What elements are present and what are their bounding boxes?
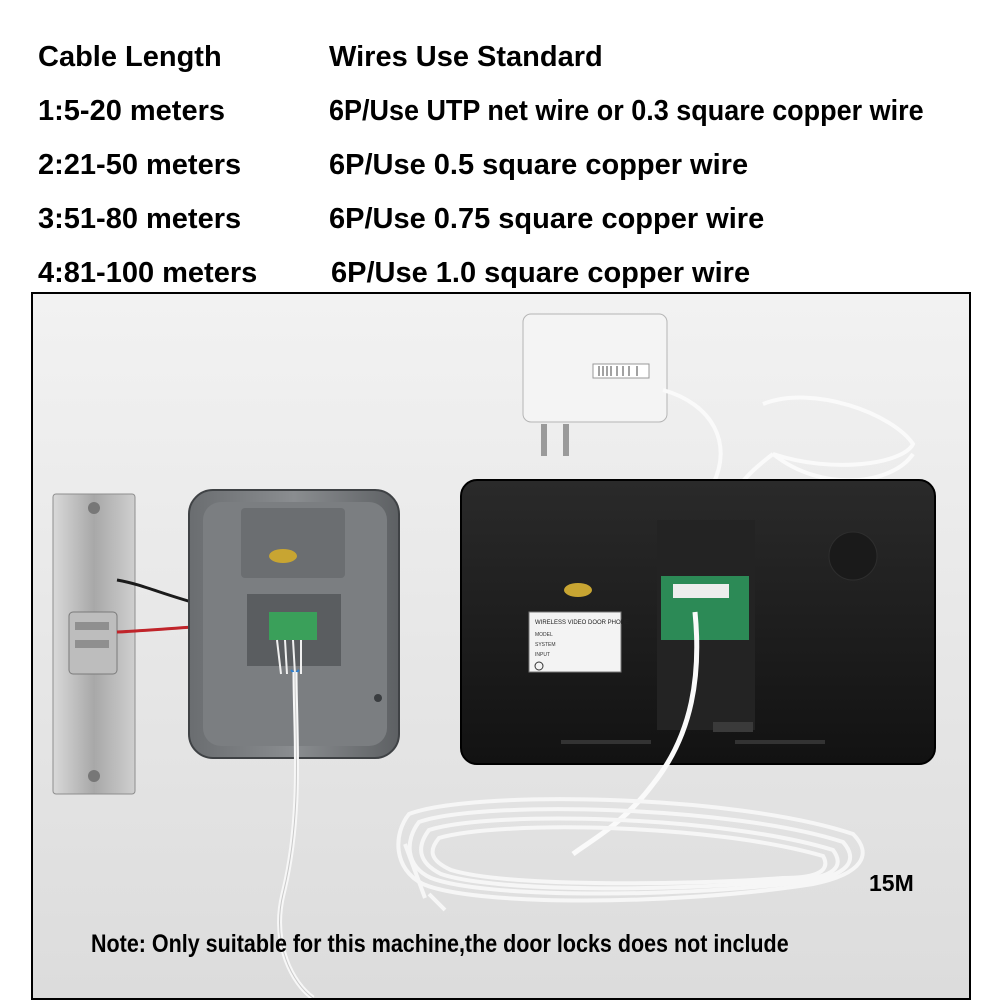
monitor-label-input: INPUT — [535, 652, 550, 658]
spec-row: 2:21-50 meters 6P/Use 0.5 square copper … — [0, 145, 1000, 185]
spec-row: 3:51-80 meters 6P/Use 0.75 square copper… — [0, 199, 1000, 239]
header-cable-length: Cable Length — [38, 41, 222, 73]
spec-row-wires: 6P/Use 1.0 square copper wire — [331, 257, 751, 289]
monitor-label-title: WIRELESS VIDEO DOOR PHONE — [535, 620, 629, 626]
product-note: Note: Only suitable for this machine,the… — [91, 930, 789, 958]
cable-length-label: 15M — [869, 870, 914, 896]
spec-row: 4:81-100 meters 6P/Use 1.0 square copper… — [0, 253, 1000, 293]
spec-row-length: 3:51-80 meters — [38, 203, 242, 235]
header-wires-standard: Wires Use Standard — [329, 41, 603, 73]
monitor-label-model: MODEL — [535, 632, 553, 638]
spec-row-wires: 6P/Use 0.75 square copper wire — [329, 203, 765, 235]
product-photo: WIRELESS VIDEO DOOR PHONE MODEL SYSTEM I… — [31, 292, 971, 1000]
spec-row-length: 1:5-20 meters — [38, 95, 225, 127]
spec-row-wires: 6P/Use UTP net wire or 0.3 square copper… — [329, 95, 924, 127]
product-photo-illustration: WIRELESS VIDEO DOOR PHONE MODEL SYSTEM I… — [33, 294, 969, 998]
monitor-label-system: SYSTEM — [535, 642, 556, 648]
outdoor-camera-unit — [188, 489, 400, 759]
spec-row-length: 2:21-50 meters — [38, 149, 242, 181]
spec-row-wires: 6P/Use 0.5 square copper wire — [329, 149, 749, 181]
power-adapter — [522, 313, 668, 456]
cable-spec-table: Cable Length Wires Use Standard 1:5-20 m… — [0, 0, 1000, 292]
spec-row: 1:5-20 meters 6P/Use UTP net wire or 0.3… — [0, 91, 1000, 131]
spec-header-row: Cable Length Wires Use Standard — [0, 37, 1000, 77]
spec-row-length: 4:81-100 meters — [38, 257, 258, 289]
door-lock — [52, 493, 136, 795]
cable-coil — [396, 797, 865, 912]
